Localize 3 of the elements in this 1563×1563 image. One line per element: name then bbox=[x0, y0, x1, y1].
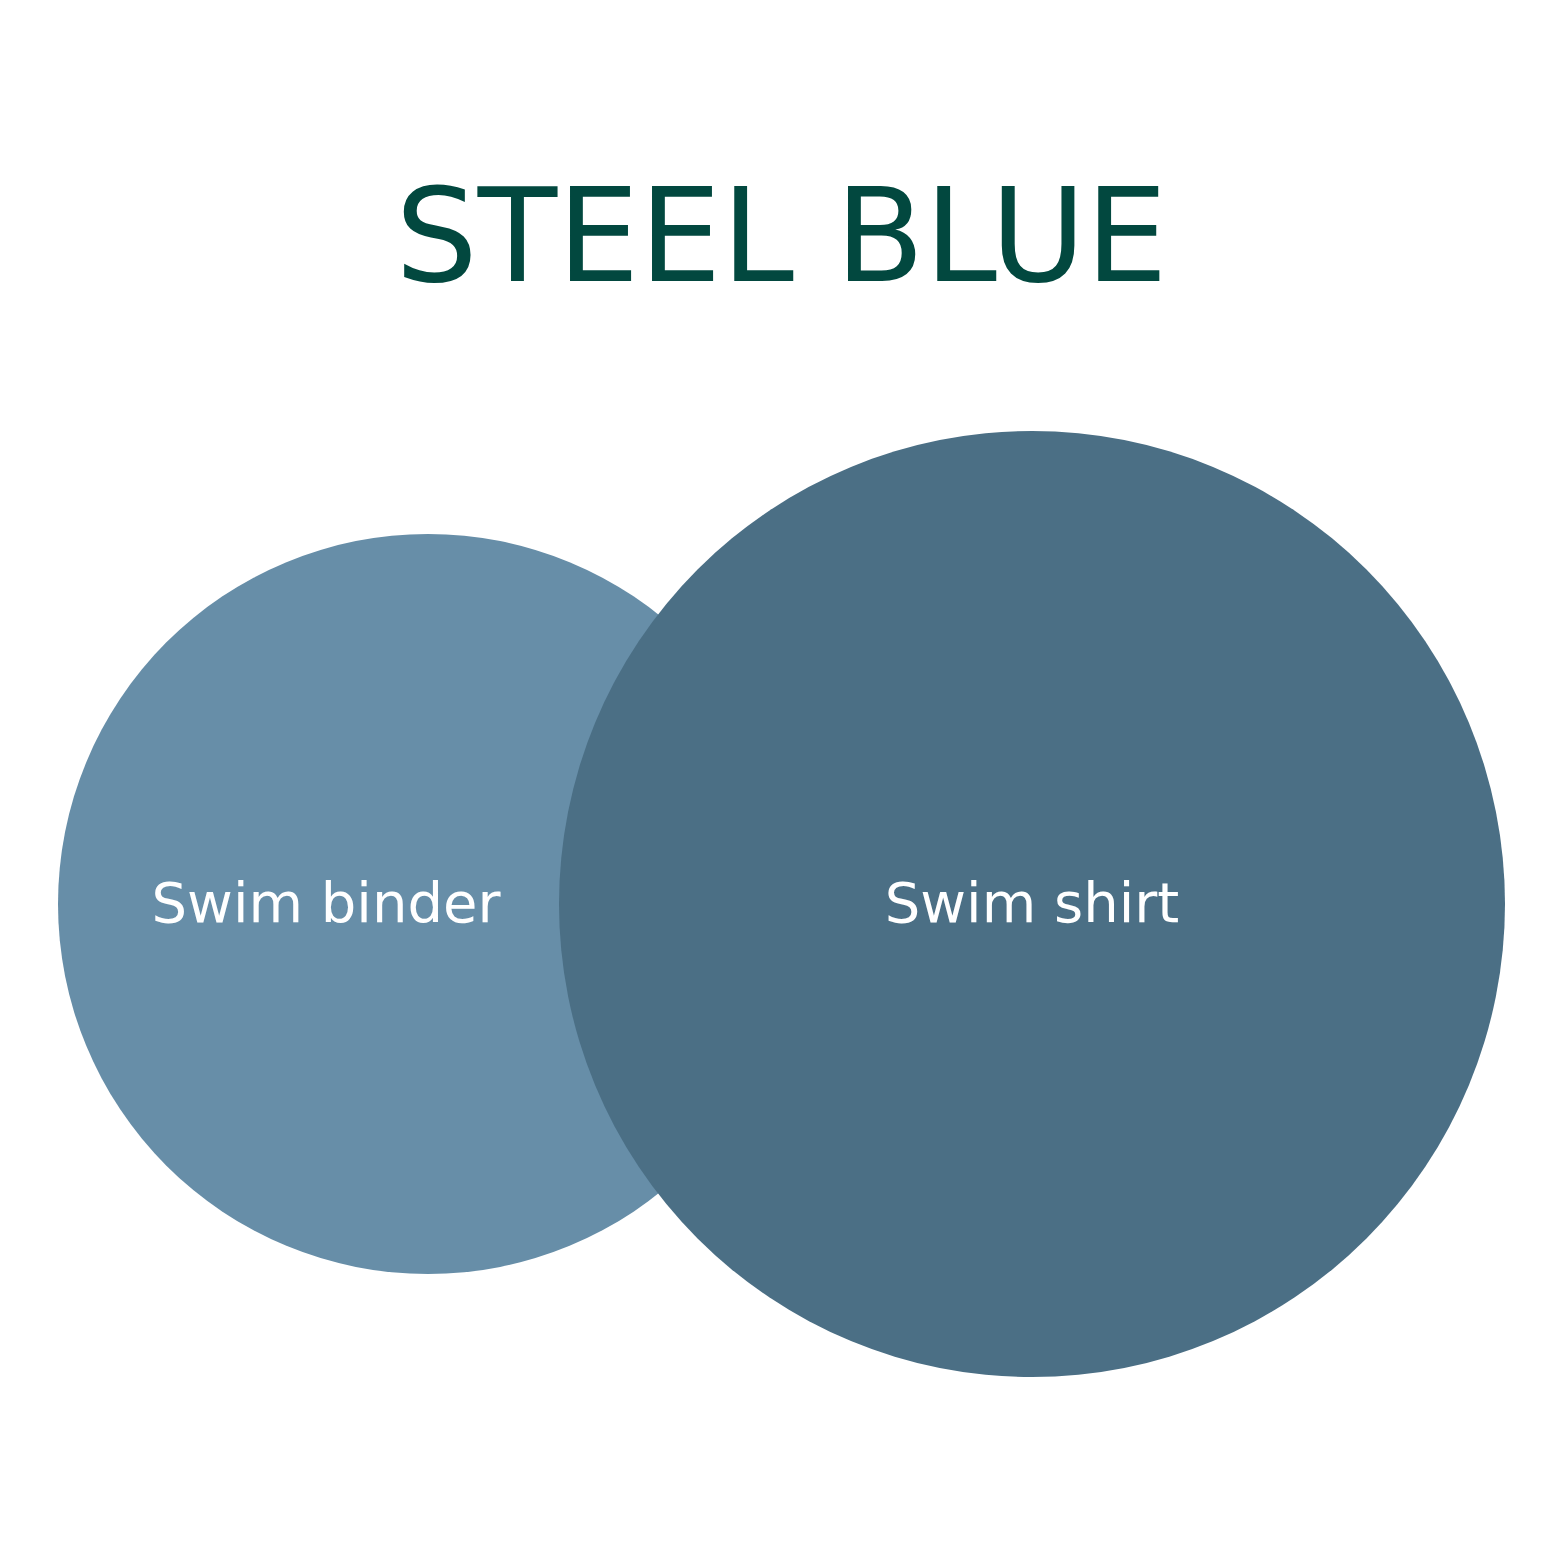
title: STEEL BLUE bbox=[394, 165, 1169, 308]
circle-label: Swim binder bbox=[151, 872, 501, 934]
circle-label: Swim shirt bbox=[884, 872, 1180, 934]
